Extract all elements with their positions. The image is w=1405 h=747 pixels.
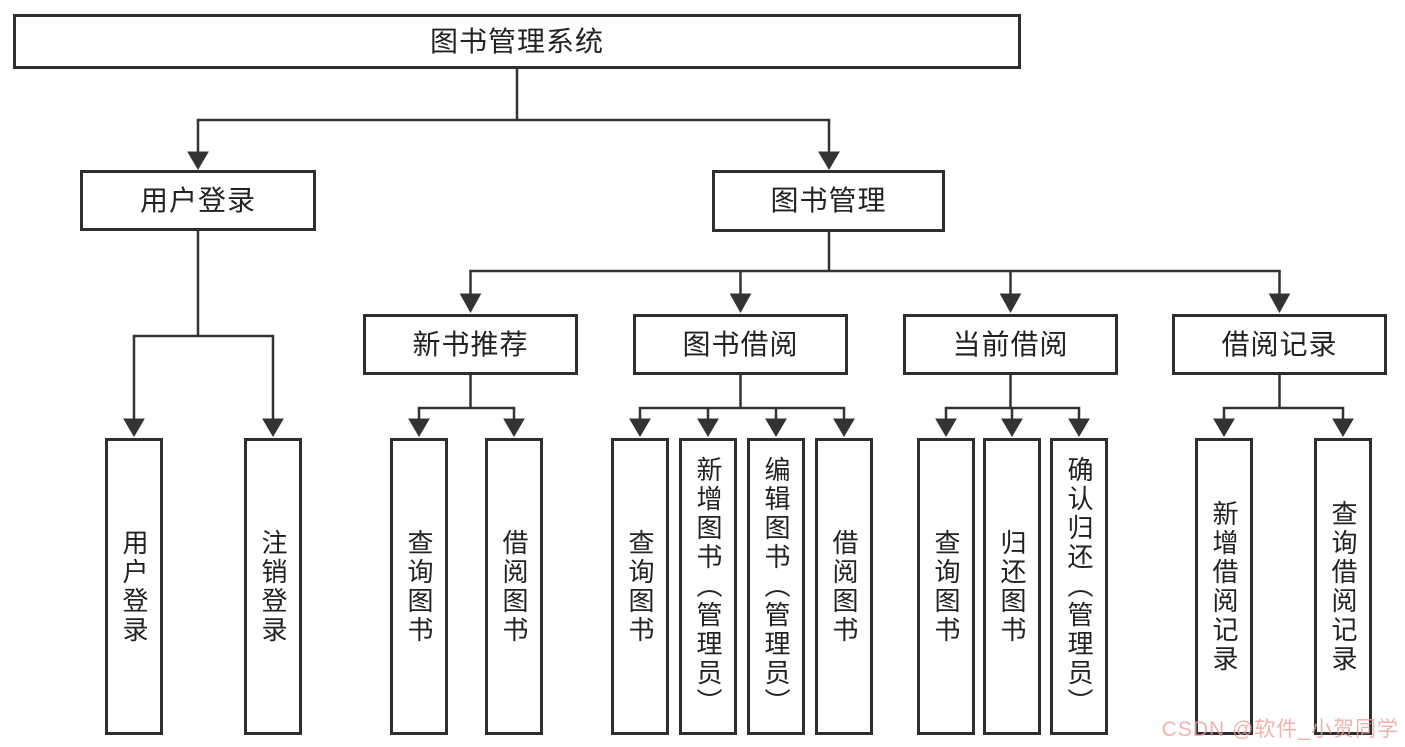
leaf-borrow-books: 借阅图书 [485, 438, 543, 735]
node-new-book-recommend: 新书推荐 [363, 314, 578, 375]
leaf-label: 新增图书（管理员） [693, 456, 723, 717]
connector-newbook-to-leaves [408, 375, 525, 437]
leaf-label: 确认归还（管理员） [1064, 456, 1094, 717]
leaf-label: 查询图书 [625, 528, 655, 645]
leaf-query-borrow-record: 查询借阅记录 [1314, 438, 1372, 735]
leaf-add-books-admin: 新增图书（管理员） [679, 438, 737, 735]
leaf-add-borrow-record: 新增借阅记录 [1195, 438, 1253, 735]
node-label: 新书推荐 [412, 328, 529, 360]
leaf-query-books: 查询图书 [390, 438, 448, 735]
node-book-management: 图书管理 [712, 170, 945, 232]
connector-current-to-leaves [935, 375, 1090, 437]
node-label: 图书借阅 [682, 328, 799, 360]
leaf-user-login: 用户登录 [105, 438, 163, 735]
connector-root-to-level2 [187, 68, 840, 170]
leaf-logout: 注销登录 [244, 438, 302, 735]
leaf-edit-books-admin: 编辑图书（管理员） [747, 438, 805, 735]
connector-login-to-leaves [123, 231, 284, 437]
leaf-label: 归还图书 [997, 528, 1027, 645]
leaf-label: 借阅图书 [499, 528, 529, 645]
node-label: 图书管理 [770, 185, 887, 216]
node-label: 借阅记录 [1221, 328, 1338, 360]
leaf-query-books: 查询图书 [917, 438, 975, 735]
node-label: 用户登录 [139, 184, 256, 216]
leaf-label: 注销登录 [258, 528, 288, 645]
leaf-label: 借阅图书 [829, 528, 859, 645]
leaf-confirm-return-admin: 确认归还（管理员） [1050, 438, 1108, 735]
leaf-return-books: 归还图书 [983, 438, 1041, 735]
leaf-label: 查询图书 [931, 528, 961, 645]
connector-mgmt-to-level3 [459, 232, 1291, 314]
connector-borrow-to-leaves [629, 375, 855, 437]
leaf-borrow-books: 借阅图书 [815, 438, 873, 735]
leaf-label: 查询图书 [404, 528, 434, 645]
leaf-label: 用户登录 [119, 528, 149, 645]
leaf-label: 新增借阅记录 [1209, 499, 1239, 674]
leaf-label: 编辑图书（管理员） [761, 456, 791, 717]
csdn-watermark: CSDN @软件_小贺同学 [1161, 718, 1399, 741]
leaf-query-books: 查询图书 [611, 438, 669, 735]
node-label: 图书管理系统 [429, 25, 604, 57]
node-current-borrowing: 当前借阅 [903, 314, 1118, 375]
leaf-label: 查询借阅记录 [1328, 499, 1358, 674]
node-user-login: 用户登录 [80, 170, 316, 231]
node-borrowing-records: 借阅记录 [1172, 314, 1387, 375]
node-library-system: 图书管理系统 [13, 14, 1021, 69]
node-book-borrowing: 图书借阅 [633, 314, 848, 375]
connector-records-to-leaves [1213, 375, 1354, 437]
node-label: 当前借阅 [952, 328, 1069, 360]
